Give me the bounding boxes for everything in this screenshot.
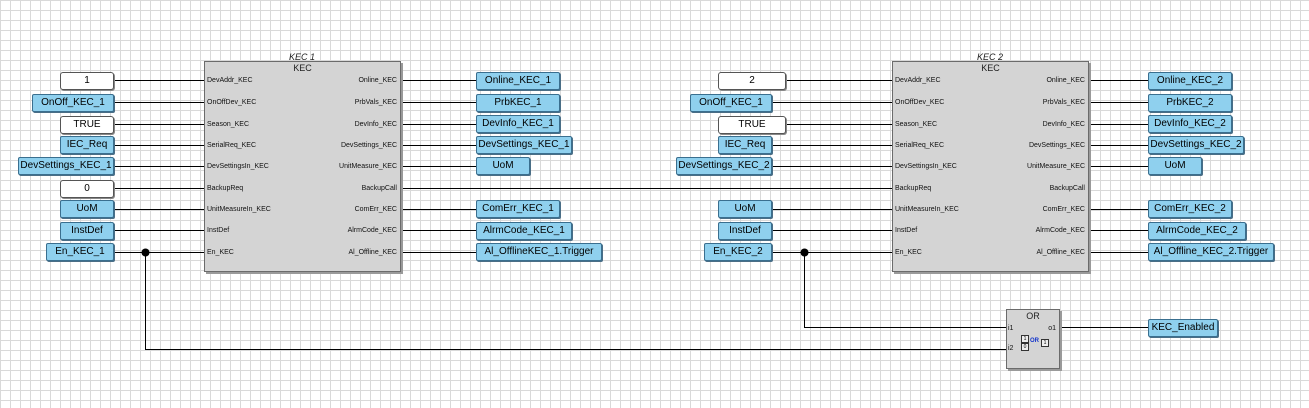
kec1-pin-season[interactable]: Season_KEC (207, 121, 250, 128)
kec2-alrmcode-variable[interactable]: AlrmCode_KEC_2 (1148, 222, 1246, 240)
kec2-pin-al-offline[interactable]: Al_Offline_KEC (1036, 249, 1085, 256)
kec1-pin-unitmeasure[interactable]: UnitMeasure_KEC (339, 163, 397, 170)
kec2-function-block[interactable]: KEC DevAddr_KEC OnOffDev_KEC Season_KEC … (892, 61, 1089, 272)
junction-dot (141, 248, 150, 257)
kec2-pin-en[interactable]: En_KEC (895, 249, 922, 256)
kec1-unitmeasurein-variable[interactable]: UoM (60, 200, 114, 218)
kec2-onoff-variable[interactable]: OnOff_KEC_1 (690, 94, 772, 112)
kec2-pin-devinfo[interactable]: DevInfo_KEC (1042, 121, 1085, 128)
or-function-block[interactable]: OR i1 i2 o1 1 0 OR 1 (1006, 309, 1060, 369)
kec1-backupreq-constant[interactable]: 0 (60, 180, 114, 198)
kec2-comerr-variable[interactable]: ComErr_KEC_2 (1148, 200, 1232, 218)
kec2-al-offline-variable[interactable]: Al_Offline_KEC_2.Trigger (1148, 243, 1274, 261)
kec2-pin-instdef[interactable]: InstDef (895, 227, 918, 234)
kec2-season-constant[interactable]: TRUE (718, 116, 786, 134)
kec1-pin-devsettings[interactable]: DevSettings_KEC (340, 142, 397, 149)
kec1-devaddr-constant[interactable]: 1 (60, 72, 114, 90)
kec1-pin-comerr[interactable]: ComErr_KEC (354, 206, 397, 213)
kec1-pin-al-offline[interactable]: Al_Offline_KEC (348, 249, 397, 256)
kec2-unitmeasure-variable[interactable]: UoM (1148, 157, 1202, 175)
kec1-onoff-variable[interactable]: OnOff_KEC_1 (32, 94, 114, 112)
kec1-pin-alrmcode[interactable]: AlrmCode_KEC (347, 227, 397, 234)
kec2-devinfo-variable[interactable]: DevInfo_KEC_2 (1148, 115, 1232, 133)
kec2-pin-backupreq[interactable]: BackupReq (895, 185, 932, 192)
kec1-online-variable[interactable]: Online_KEC_1 (476, 72, 560, 90)
kec2-unitmeasurein-variable[interactable]: UoM (718, 200, 772, 218)
kec1-pin-online[interactable]: Online_KEC (358, 77, 397, 84)
kec1-pin-en[interactable]: En_KEC (207, 249, 234, 256)
kec2-instance-name: KEC 2 (976, 52, 1003, 62)
or-gate-icon: 1 0 OR 1 (1021, 335, 1049, 351)
kec1-alrmcode-variable[interactable]: AlrmCode_KEC_1 (476, 222, 572, 240)
or-pin-i1[interactable]: i1 (1008, 325, 1014, 332)
kec1-devinfo-variable[interactable]: DevInfo_KEC_1 (476, 115, 560, 133)
kec2-devsettings-variable[interactable]: DevSettings_KEC_2 (1148, 136, 1244, 154)
kec-enabled-variable[interactable]: KEC_Enabled (1148, 319, 1218, 337)
kec1-pin-devsettingsin[interactable]: DevSettingsIn_KEC (207, 163, 269, 170)
wire-en-kec1-to-or-i2 (145, 252, 1006, 350)
kec2-pin-backupcall[interactable]: BackupCall (1049, 185, 1085, 192)
kec2-pin-onoffdev[interactable]: OnOffDev_KEC (895, 99, 945, 106)
kec2-pin-season[interactable]: Season_KEC (895, 121, 938, 128)
kec2-pin-alrmcode[interactable]: AlrmCode_KEC (1035, 227, 1085, 234)
kec2-online-variable[interactable]: Online_KEC_2 (1148, 72, 1232, 90)
kec2-pin-online[interactable]: Online_KEC (1046, 77, 1085, 84)
kec1-instance-name: KEC 1 (288, 52, 315, 62)
kec1-season-constant[interactable]: TRUE (60, 116, 114, 134)
kec1-block-type: KEC (293, 63, 312, 73)
kec2-devsettingsin-variable[interactable]: DevSettings_KEC_2 (676, 157, 772, 175)
kec1-pin-backupreq[interactable]: BackupReq (207, 185, 244, 192)
wire-en-kec2-to-or-i1 (804, 252, 1006, 328)
kec1-pin-devinfo[interactable]: DevInfo_KEC (354, 121, 397, 128)
kec2-pin-unitmeasurein[interactable]: UnitMeasureIn_KEC (895, 206, 959, 213)
or-block-type: OR (1026, 311, 1040, 321)
kec1-pin-prbvals[interactable]: PrbVals_KEC (354, 99, 397, 106)
kec2-devaddr-constant[interactable]: 2 (718, 72, 786, 90)
kec1-pin-devaddr[interactable]: DevAddr_KEC (207, 77, 253, 84)
kec2-pin-serialreq[interactable]: SerialReq_KEC (895, 142, 945, 149)
kec2-prbvals-variable[interactable]: PrbKEC_2 (1148, 94, 1232, 112)
kec1-pin-onoffdev[interactable]: OnOffDev_KEC (207, 99, 257, 106)
kec1-function-block[interactable]: KEC DevAddr_KEC OnOffDev_KEC Season_KEC … (204, 61, 401, 272)
kec2-pin-devsettings[interactable]: DevSettings_KEC (1028, 142, 1085, 149)
kec2-instdef-variable[interactable]: InstDef (718, 222, 772, 240)
kec2-serialreq-variable[interactable]: IEC_Req (718, 136, 772, 154)
kec1-pin-instdef[interactable]: InstDef (207, 227, 230, 234)
kec1-unitmeasure-variable[interactable]: UoM (476, 157, 530, 175)
or-pin-o1[interactable]: o1 (1048, 325, 1056, 332)
kec1-al-offline-variable[interactable]: Al_OfflineKEC_1.Trigger (476, 243, 602, 261)
kec1-devsettings-variable[interactable]: DevSettings_KEC_1 (476, 136, 572, 154)
kec2-pin-prbvals[interactable]: PrbVals_KEC (1042, 99, 1085, 106)
junction-dot (800, 248, 809, 257)
kec2-pin-devsettingsin[interactable]: DevSettingsIn_KEC (895, 163, 957, 170)
kec1-devsettingsin-variable[interactable]: DevSettings_KEC_1 (18, 157, 114, 175)
kec1-instdef-variable[interactable]: InstDef (60, 222, 114, 240)
kec2-pin-comerr[interactable]: ComErr_KEC (1042, 206, 1085, 213)
kec2-pin-devaddr[interactable]: DevAddr_KEC (895, 77, 941, 84)
kec1-serialreq-variable[interactable]: IEC_Req (60, 136, 114, 154)
kec1-pin-backupcall[interactable]: BackupCall (361, 185, 397, 192)
kec2-pin-unitmeasure[interactable]: UnitMeasure_KEC (1027, 163, 1085, 170)
kec1-pin-unitmeasurein[interactable]: UnitMeasureIn_KEC (207, 206, 271, 213)
kec1-prbvals-variable[interactable]: PrbKEC_1 (476, 94, 560, 112)
kec1-pin-serialreq[interactable]: SerialReq_KEC (207, 142, 257, 149)
kec2-block-type: KEC (981, 63, 1000, 73)
kec1-comerr-variable[interactable]: ComErr_KEC_1 (476, 200, 560, 218)
kec2-en-variable[interactable]: En_KEC_2 (704, 243, 772, 261)
or-pin-i2[interactable]: i2 (1008, 345, 1014, 352)
kec1-en-variable[interactable]: En_KEC_1 (46, 243, 114, 261)
